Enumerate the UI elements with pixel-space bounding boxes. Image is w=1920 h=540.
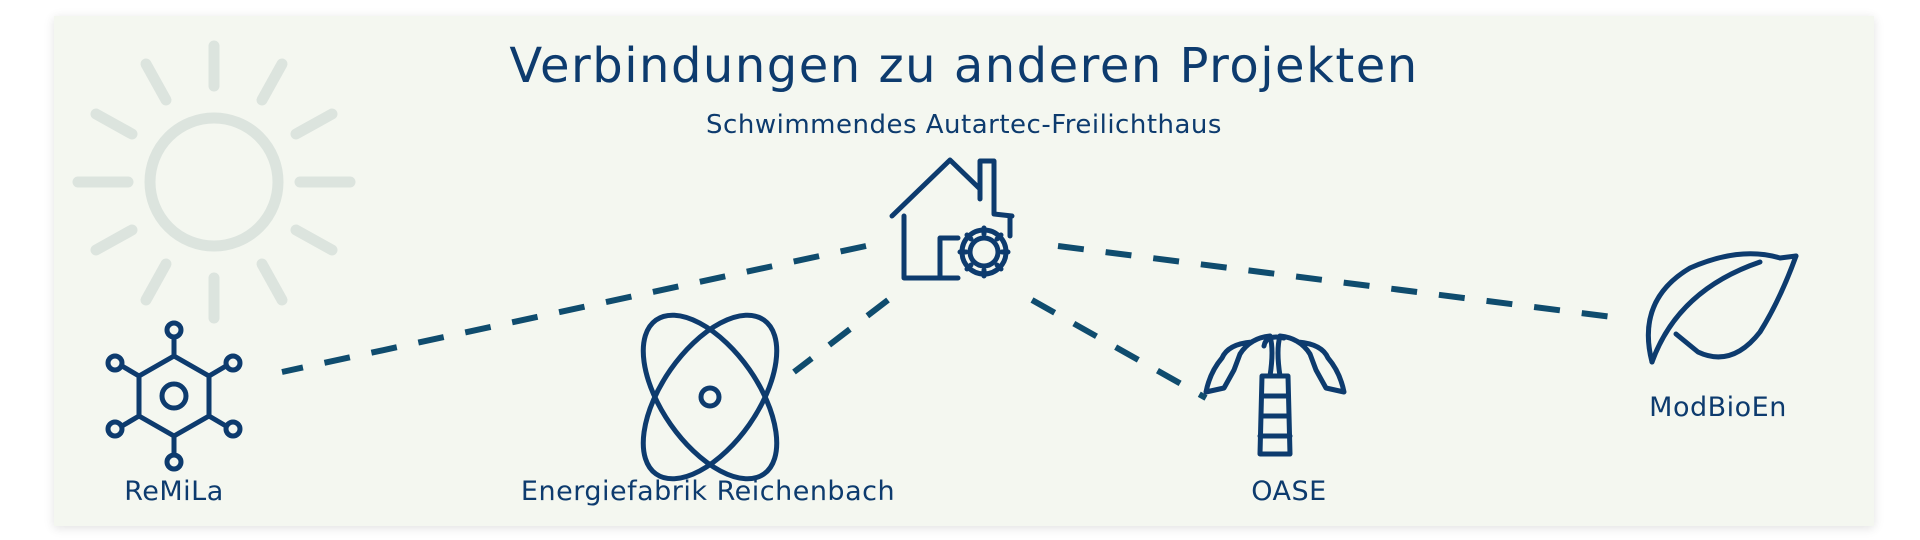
node-label-energiefabrik: Energiefabrik Reichenbach	[520, 476, 896, 507]
connector-modbioen	[1057, 243, 1621, 321]
atom-orbit-icon	[640, 312, 780, 482]
molecule-icon	[105, 320, 243, 472]
palm-tree-icon	[1203, 333, 1347, 457]
page-subtitle: Schwimmendes Autartec-Freilichthaus	[706, 110, 1222, 140]
node-label-remila: ReMiLa	[124, 476, 224, 507]
sun-icon	[72, 40, 356, 324]
page-title: Verbindungen zu anderen Projekten	[509, 38, 1419, 94]
leaf-icon	[1645, 251, 1799, 365]
node-label-modbioen: ModBioEn	[1649, 392, 1787, 423]
connector-oase	[1030, 297, 1208, 401]
node-label-oase: OASE	[1251, 476, 1327, 507]
house-gear-icon	[889, 157, 1015, 281]
connector-remila	[281, 243, 867, 375]
connector-energiefabrik	[792, 297, 890, 375]
diagram-card: Verbindungen zu anderen Projekten Schwim…	[54, 16, 1874, 526]
